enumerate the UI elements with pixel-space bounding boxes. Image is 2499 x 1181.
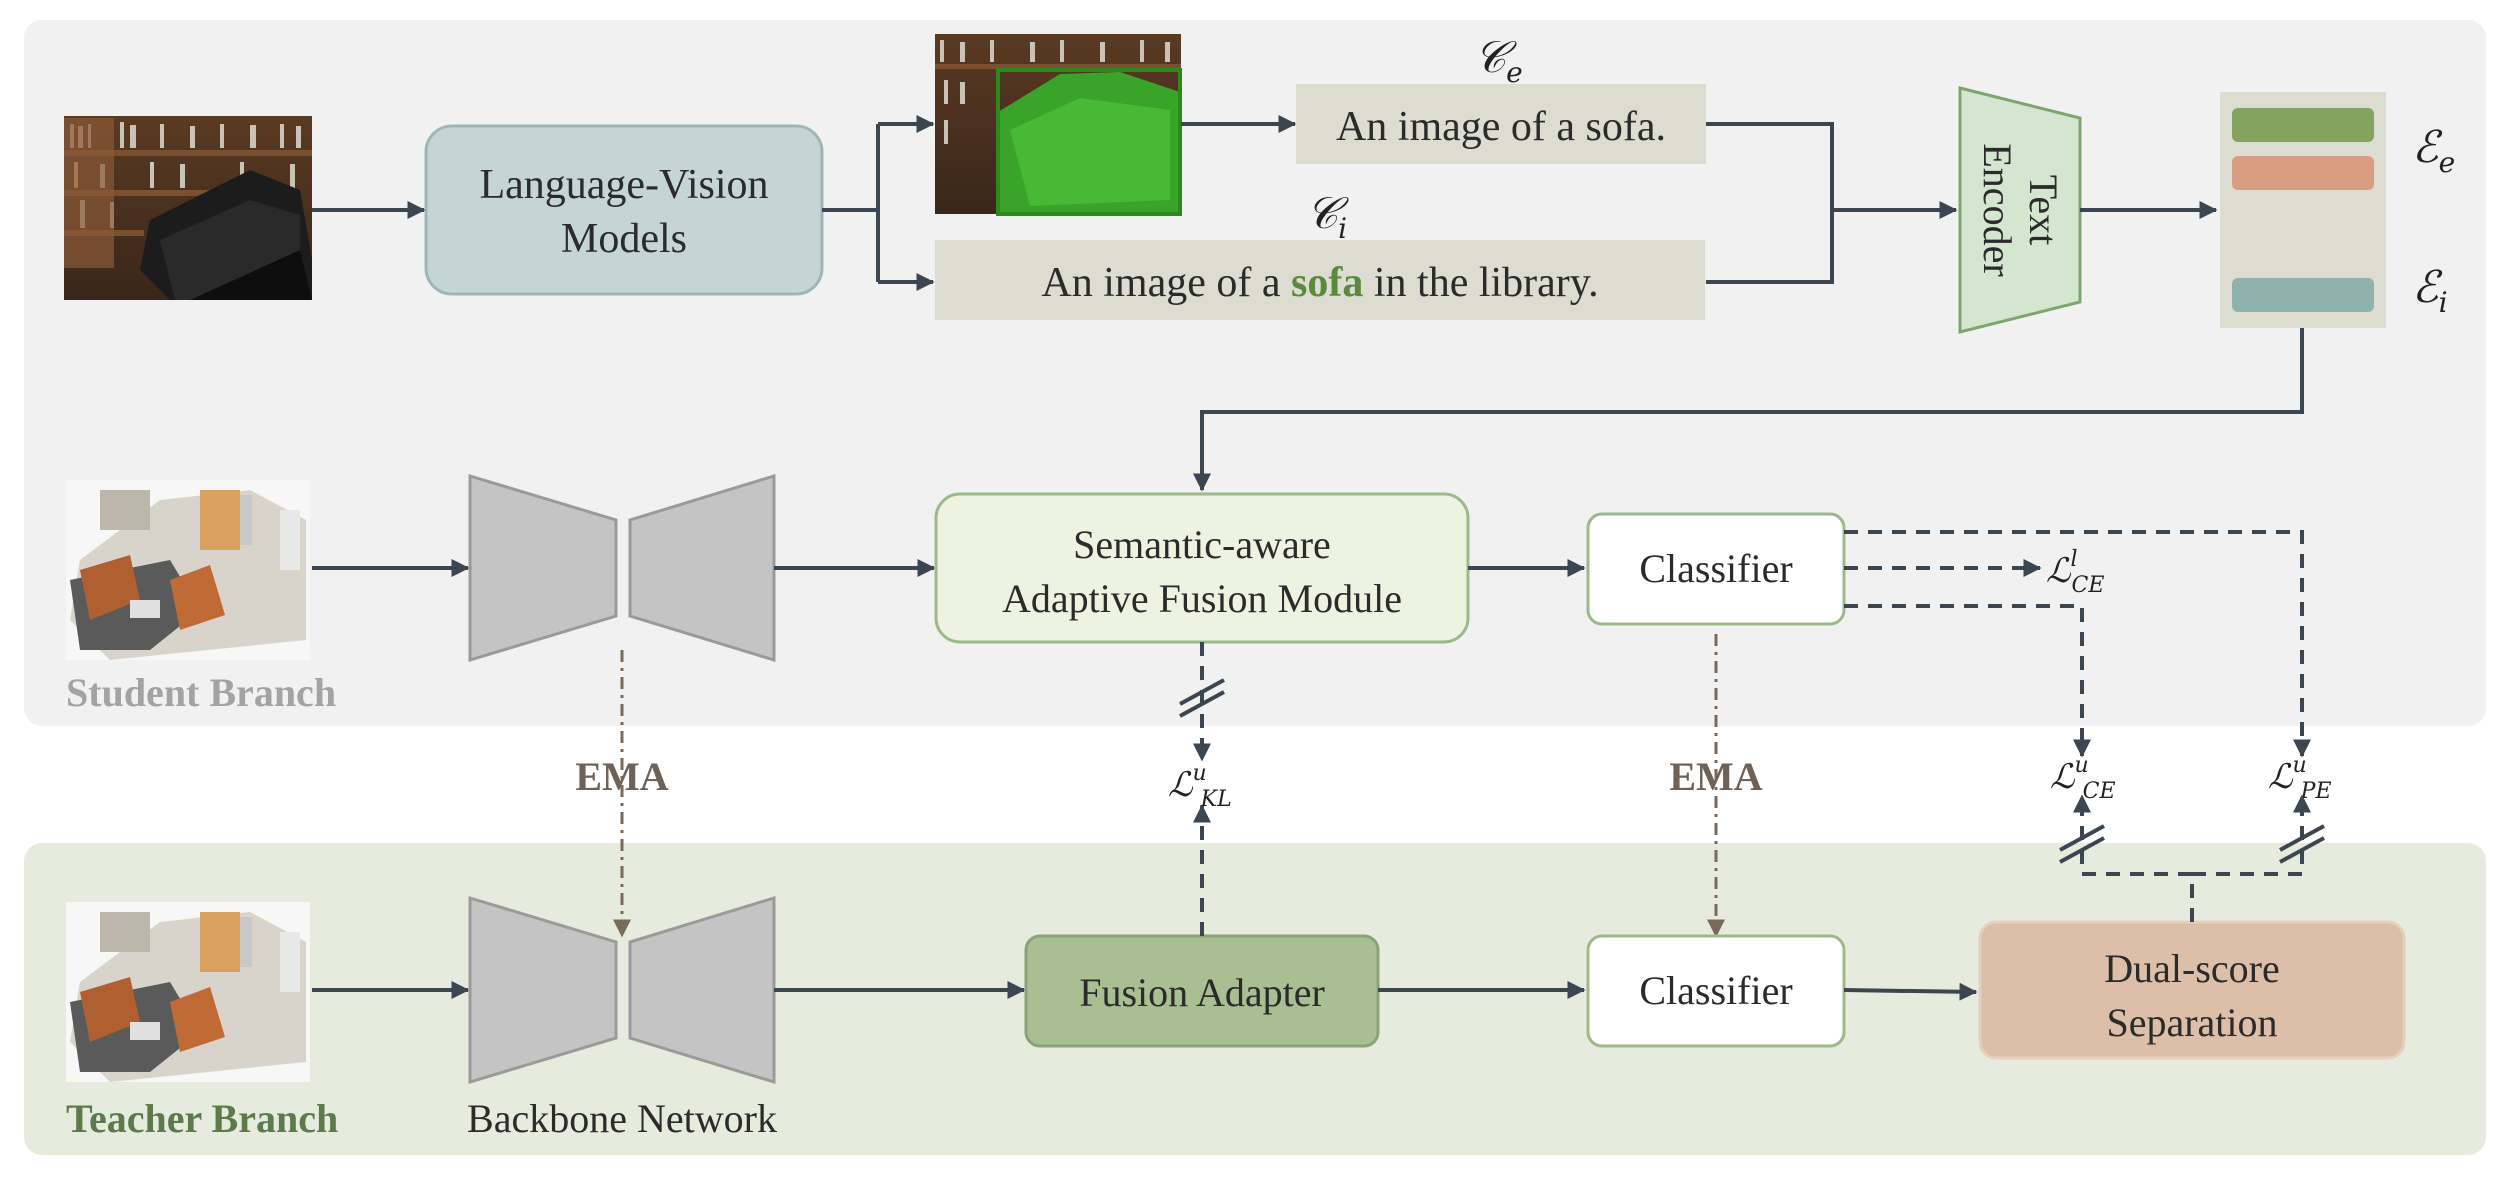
dual-score-label-line1: Dual-score [2104, 946, 2279, 991]
caption-e-box [1296, 84, 1706, 164]
caption-i-text: An image of a sofa in the library. [1041, 260, 1598, 306]
embedding-e-bar [2232, 108, 2374, 142]
text-encoder-label-line2: Encoder [1975, 143, 2020, 276]
student-classifier-label: Classifier [1639, 546, 1792, 591]
teacher-backbone-encoder [468, 895, 618, 1085]
embedding-e2-bar [2232, 156, 2374, 190]
student-backbone-encoder [468, 473, 618, 663]
student-branch-label: Student Branch [66, 670, 336, 715]
safm-label-line1: Semantic-aware [1073, 522, 1331, 567]
caption-i-box [935, 240, 1705, 320]
lvm-label-line2: Models [561, 216, 687, 262]
caption-e-text: An image of a sofa. [1336, 104, 1666, 150]
embedding-e-symbol: ℰe [2412, 122, 2455, 179]
embedding-i-bar [2232, 278, 2374, 312]
dual-score-label-line2: Separation [2106, 1000, 2277, 1045]
ema-right-label: EMA [1669, 754, 1762, 799]
language-vision-models-box [424, 124, 824, 296]
safm-label-line2: Adaptive Fusion Module [1002, 576, 1402, 621]
room-point-cloud [66, 902, 310, 1082]
teacher-branch-label: Teacher Branch [66, 1096, 338, 1141]
lvm-label-line1: Language-Vision [479, 162, 768, 208]
ema-left-label: EMA [575, 754, 668, 799]
fusion-adapter-label: Fusion Adapter [1079, 970, 1325, 1015]
text-encoder-block [1958, 86, 2082, 334]
backbone-network-label: Backbone Network [467, 1096, 777, 1141]
text-encoder-label-line1: Text [2021, 175, 2066, 246]
teacher-backbone-decoder [628, 895, 776, 1085]
embedding-i-symbol: ℰi [2412, 262, 2448, 319]
student-backbone-decoder [628, 473, 776, 663]
teacher-classifier-label: Classifier [1639, 968, 1792, 1013]
library-sofa-photo [64, 116, 312, 300]
sofa-segmentation-mask [935, 34, 1182, 216]
room-point-cloud [66, 480, 310, 660]
